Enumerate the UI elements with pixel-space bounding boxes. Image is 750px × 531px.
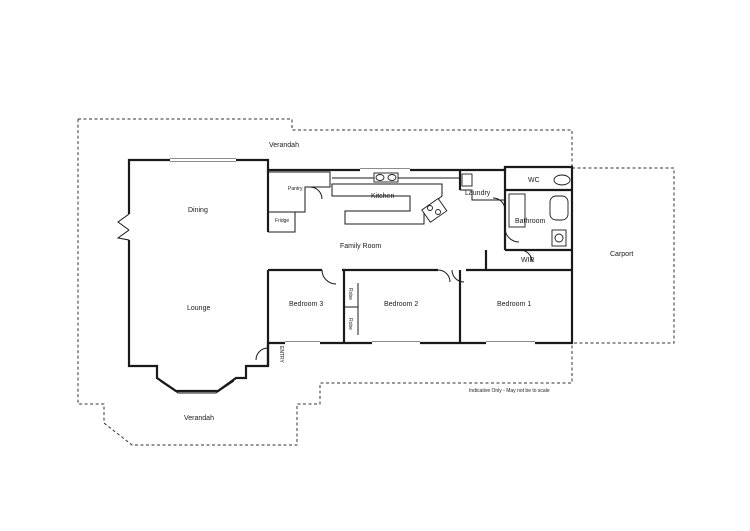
label-verandah-top: Verandah (269, 142, 299, 149)
label-bathroom: Bathroom (515, 218, 546, 225)
label-entry: ENTRY (278, 346, 284, 364)
label-fridge: Fridge (275, 218, 289, 224)
label-verandah-bottom: Verandah (184, 415, 214, 422)
label-lounge: Lounge (187, 305, 210, 312)
label-wc: WC (528, 177, 540, 184)
label-bedroom-2: Bedroom 2 (384, 301, 418, 308)
label-wir: WIR (521, 257, 535, 264)
label-robe-lower: Robe (347, 318, 353, 330)
label-dining: Dining (188, 207, 208, 214)
label-bedroom-3: Bedroom 3 (289, 301, 323, 308)
carport-outline (572, 167, 675, 344)
house-outer-wall (127, 158, 574, 393)
label-bedroom-1: Bedroom 1 (497, 301, 531, 308)
door-swings (255, 186, 533, 361)
scale-disclaimer: Indicative Only - May not be to scale (469, 388, 550, 394)
verandah-boundary (77, 118, 573, 446)
dining-french-doors (116, 213, 130, 241)
label-kitchen: Kitchen (371, 193, 394, 200)
label-carport: Carport (610, 251, 633, 258)
label-laundry: Laundry (465, 190, 491, 197)
fixtures (373, 172, 571, 247)
interior-walls (266, 167, 572, 366)
label-family-room: Family Room (340, 243, 381, 250)
label-pantry: Pantry (288, 186, 303, 192)
bay-window (159, 380, 235, 394)
windows (127, 158, 535, 345)
label-robe-upper: Robe (347, 288, 353, 300)
